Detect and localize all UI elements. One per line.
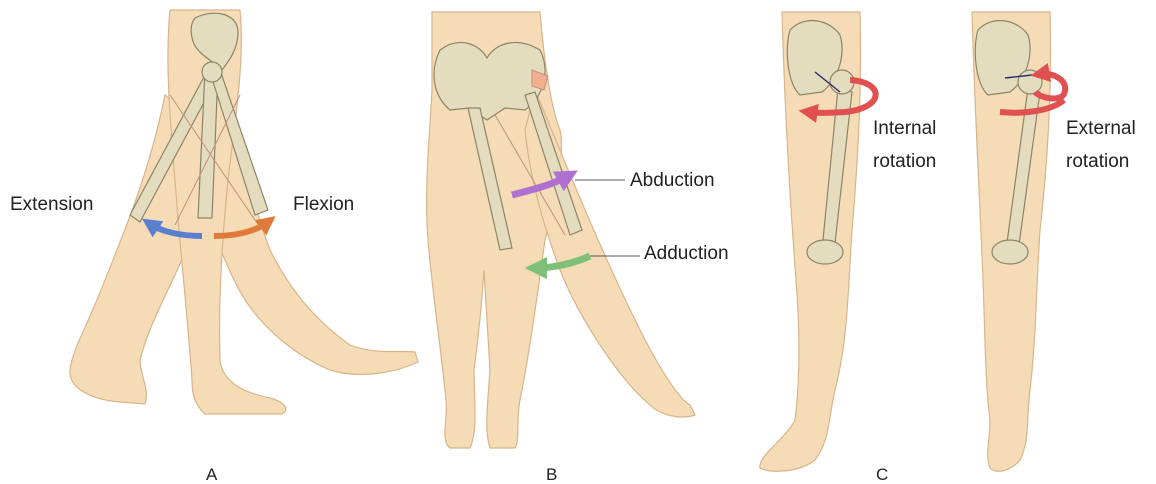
- panel-a: Extension Flexion A: [10, 10, 418, 484]
- panel-b-letter: B: [546, 465, 557, 484]
- knee-external: [992, 240, 1028, 264]
- adduction-label: Adduction: [644, 243, 729, 264]
- femoral-head-external: [1018, 70, 1042, 94]
- abduction-label: Abduction: [630, 170, 715, 191]
- extension-label: Extension: [10, 194, 93, 215]
- knee-internal: [807, 240, 843, 264]
- internal-rotation-label-line2: rotation: [873, 151, 936, 172]
- femoral-head: [202, 62, 222, 82]
- panel-c-external: External rotation: [972, 12, 1136, 471]
- external-rotation-label-line2: rotation: [1066, 151, 1129, 172]
- panel-b: Abduction Adduction B: [427, 12, 729, 484]
- external-rotation-label-line1: External: [1066, 118, 1136, 139]
- panel-a-letter: A: [206, 465, 218, 484]
- panel-c-letter: C: [876, 465, 888, 484]
- internal-rotation-label-line1: Internal: [873, 118, 936, 139]
- panel-c-internal: Internal rotation C: [760, 12, 936, 484]
- flexion-label: Flexion: [293, 194, 354, 215]
